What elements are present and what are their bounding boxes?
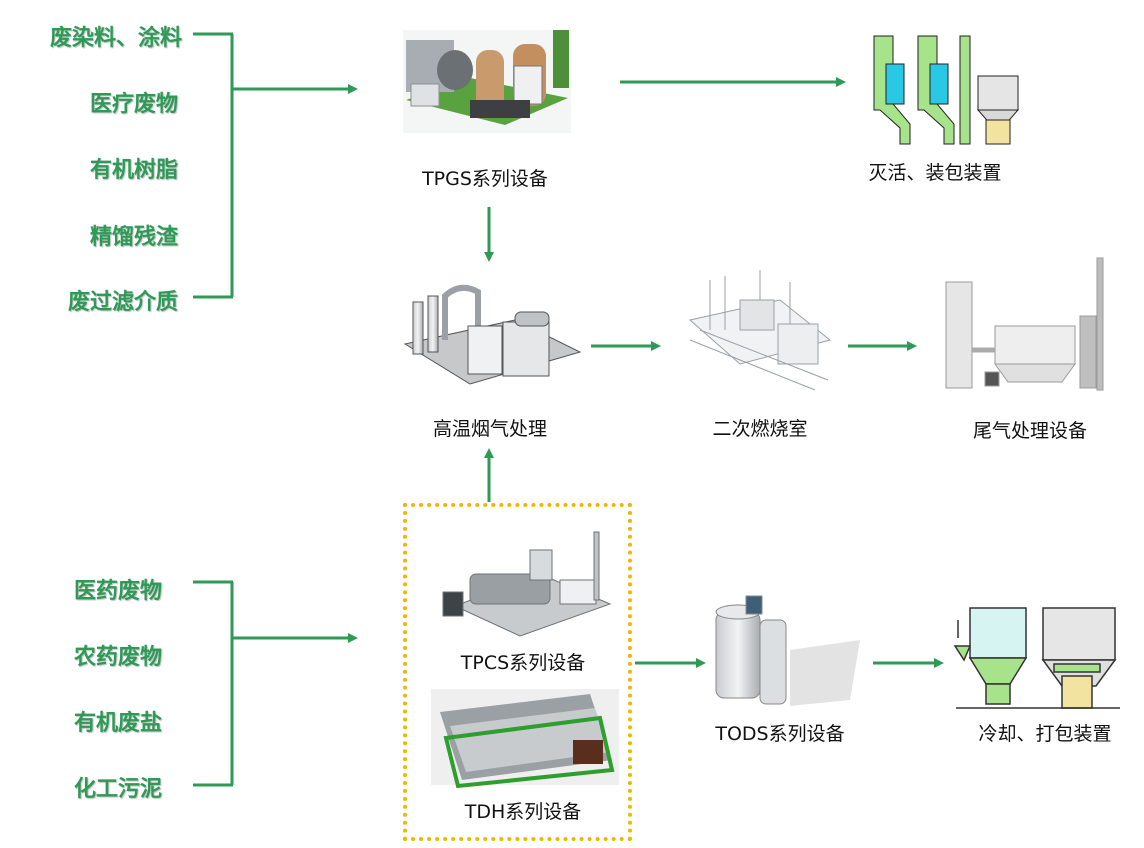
label-tpgs: TPGS系列设备 xyxy=(422,168,548,190)
input-label-bottom-3: 有机废盐 xyxy=(73,711,162,736)
tdh-equipment-image xyxy=(431,689,619,789)
input-label-top-4: 精馏残渣 xyxy=(89,225,178,250)
input-label-top-2: 医疗废物 xyxy=(89,92,178,117)
label-inactivation: 灭活、装包装置 xyxy=(868,162,1002,184)
bottom-input-bracket xyxy=(193,580,358,787)
label-cooling: 冷却、打包装置 xyxy=(978,723,1112,745)
input-label-top-1: 废染料、涂料 xyxy=(49,26,182,51)
tods-equipment-image xyxy=(715,595,860,706)
label-tpcs: TPCS系列设备 xyxy=(460,652,586,674)
cooling-device-image xyxy=(953,607,1120,709)
top-input-bracket xyxy=(193,32,358,299)
label-tail-gas: 尾气处理设备 xyxy=(972,420,1087,442)
input-label-bottom-2: 农药废物 xyxy=(73,645,162,670)
label-flue-gas: 高温烟气处理 xyxy=(432,418,547,440)
label-tods: TODS系列设备 xyxy=(715,723,845,745)
input-label-top-5: 废过滤介质 xyxy=(67,290,178,315)
input-label-bottom-1: 医药废物 xyxy=(73,579,162,604)
input-label-bottom-4: 化工污泥 xyxy=(73,777,162,802)
highlight-box xyxy=(403,503,632,841)
tpcs-equipment-image xyxy=(442,531,612,637)
input-label-top-3: 有机树脂 xyxy=(89,158,178,183)
secondary-chamber-image xyxy=(688,270,832,391)
tail-gas-equipment-image xyxy=(945,257,1104,391)
inactivation-device-image xyxy=(866,30,1022,150)
label-tdh: TDH系列设备 xyxy=(464,801,582,823)
flue-gas-equipment-image xyxy=(403,284,582,385)
label-secondary-chamber: 二次燃烧室 xyxy=(712,418,808,440)
tpgs-equipment-image xyxy=(403,30,571,133)
